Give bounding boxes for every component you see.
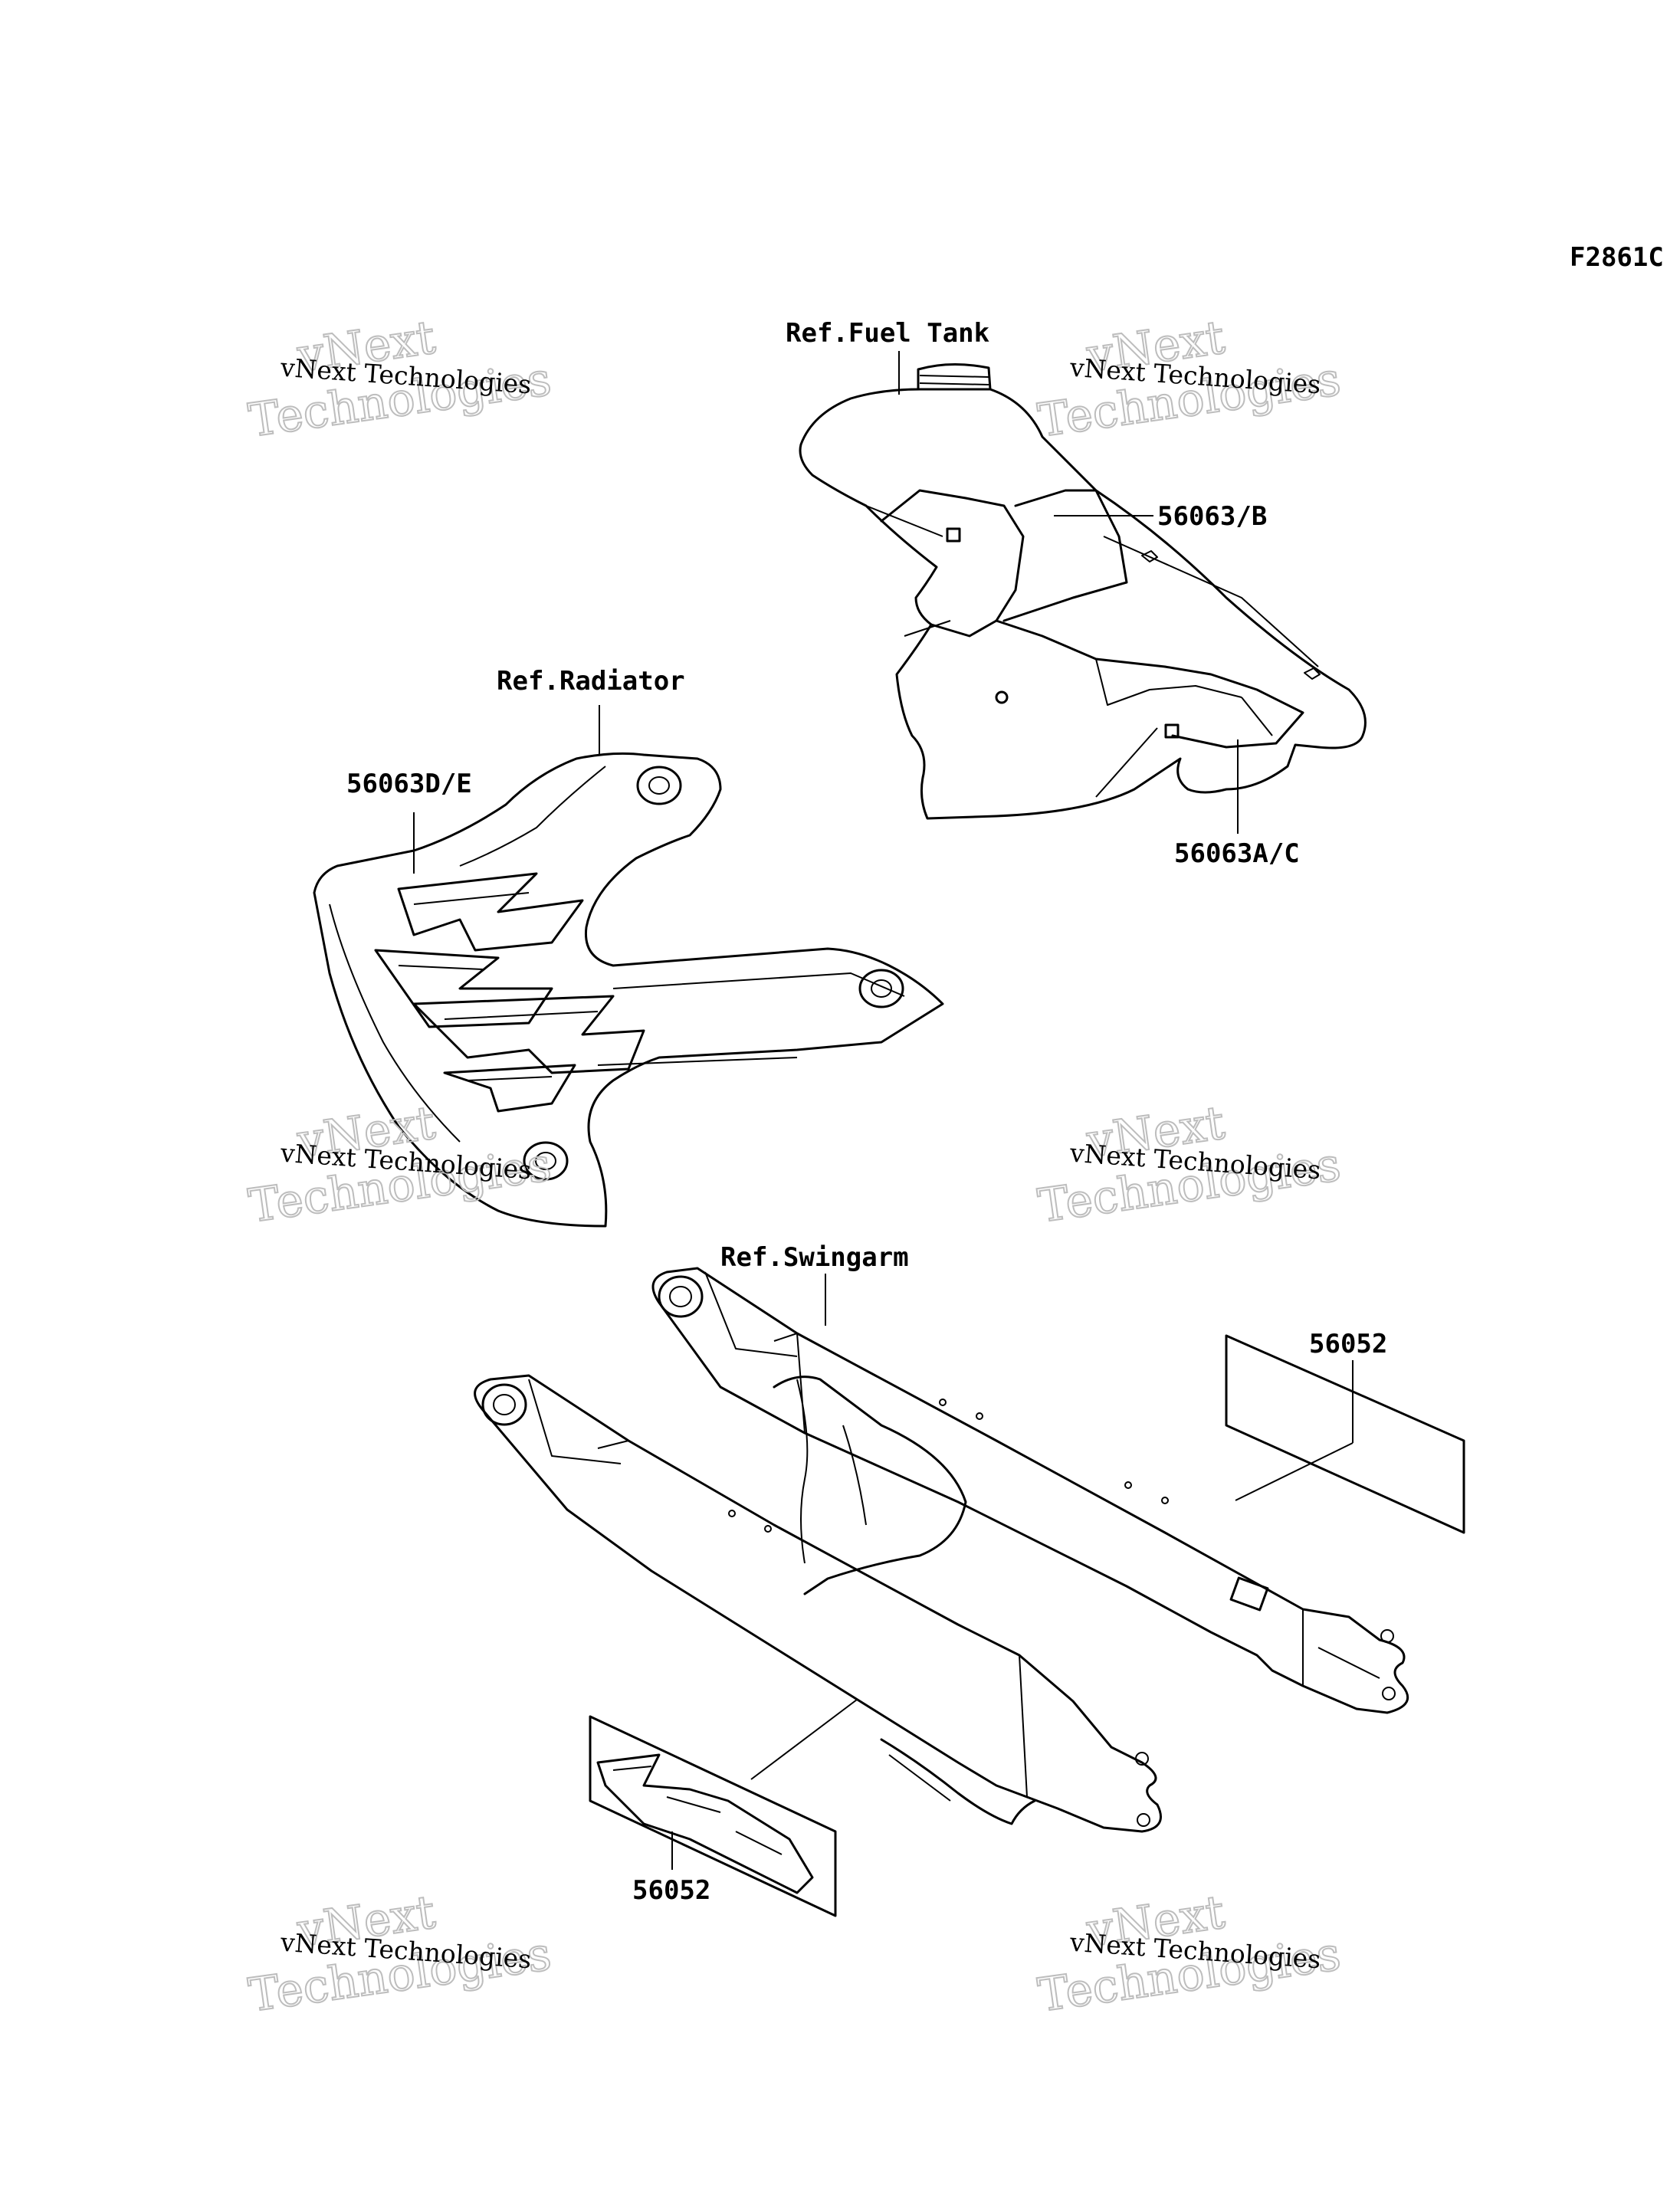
watermark-top-left: vNext Technologies vNext Technologies [244, 310, 555, 448]
watermark-bottom-right: vNext Technologies vNext Technologies [1034, 1884, 1344, 2023]
leader-lines [413, 351, 1354, 1870]
watermark-middle-right: vNext Technologies vNext Technologies [1034, 1095, 1344, 1234]
label-56052-left: 56052 [632, 1875, 710, 1906]
radiator-shroud-drawing [313, 752, 944, 1228]
label-ref-fuel-tank: Ref.Fuel Tank [786, 318, 989, 349]
swingarm-drawing [474, 1267, 1409, 1833]
figure-code: F2861C [1570, 242, 1664, 273]
label-56063ac: 56063A/C [1174, 838, 1300, 869]
watermark-middle-left: vNext Technologies vNext Technologies [244, 1095, 555, 1234]
label-ref-radiator: Ref.Radiator [497, 666, 685, 697]
label-ref-swingarm: Ref.Swingarm [720, 1242, 909, 1273]
watermark-bottom-left: vNext Technologies vNext Technologies [244, 1884, 555, 2023]
decal-56052-left [589, 1715, 837, 1917]
fuel-tank-drawing [799, 363, 1367, 820]
label-56063de: 56063D/E [346, 769, 472, 799]
watermark-top-right: vNext Technologies vNext Technologies [1034, 310, 1344, 448]
decal-56052-right [1225, 1334, 1465, 1534]
label-56063b: 56063/B [1157, 501, 1267, 532]
label-56052-right: 56052 [1309, 1329, 1387, 1359]
